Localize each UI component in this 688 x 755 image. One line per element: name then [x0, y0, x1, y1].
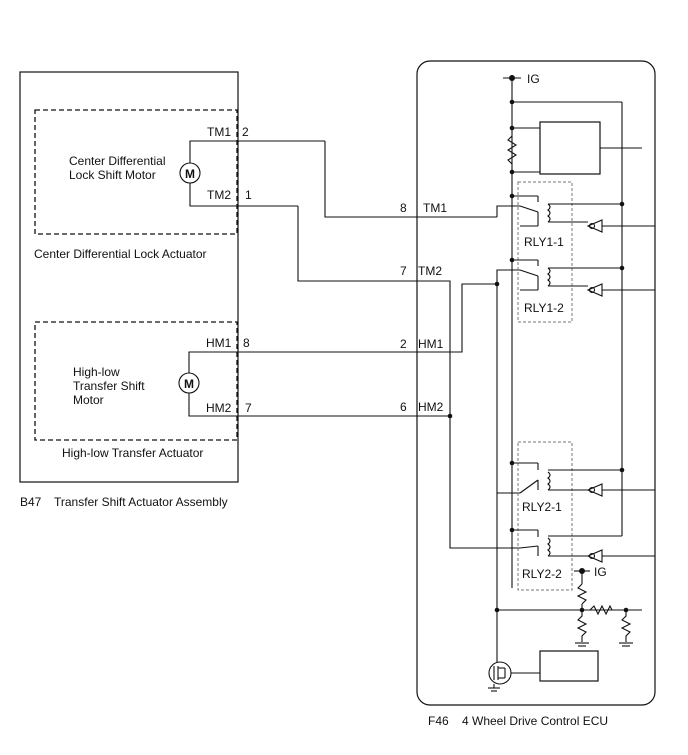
relay-rly1-2-switch — [509, 257, 625, 291]
highlow-actuator-label: High-low Transfer Actuator — [62, 446, 203, 460]
relay-rly2-1-label: RLY2-1 — [522, 500, 562, 514]
terminal-hm1-ecu-pin: 2 — [400, 337, 407, 351]
ecu-tm1-to-rly1-1 — [496, 205, 520, 217]
driver-buffer-4 — [586, 549, 655, 563]
assembly-name: Transfer Shift Actuator Assembly — [54, 495, 228, 509]
relay-rly1-1-label: RLY1-1 — [524, 235, 564, 249]
terminal-tm1-ecu-pin: 8 — [400, 201, 407, 215]
pulldown-resistor-1 — [576, 610, 588, 642]
ecu-hm1-to-rly2-1 — [496, 284, 520, 494]
center-diff-actuator-box — [34, 109, 238, 235]
ig-bottom-label: IG — [594, 565, 607, 579]
wire-tm2 — [297, 206, 417, 282]
center-motor-label-line2: Lock Shift Motor — [69, 168, 156, 182]
terminal-hm2-ecu-label: HM2 — [418, 400, 444, 414]
wire-tm1 — [324, 141, 417, 218]
highlow-motor-label-line3: Motor — [73, 393, 104, 407]
highlow-motor-label-line1: High-low — [73, 365, 120, 379]
mosfet-icon — [488, 661, 540, 692]
terminal-tm2-label: TM2 — [207, 188, 231, 202]
ecu-code: F46 — [428, 714, 449, 728]
wire-tm2-actuator — [189, 183, 298, 207]
terminal-tm1-label: TM1 — [207, 125, 231, 139]
relay-rly2-2-switch — [509, 527, 622, 557]
driver-buffer-2 — [586, 283, 655, 297]
actuator-assembly-outline — [19, 71, 239, 483]
ecu-logic-block-bottom — [539, 650, 599, 682]
highlow-motor-label-line2: Transfer Shift — [73, 379, 145, 393]
terminal-tm2-actuator-pin: 1 — [245, 188, 252, 202]
terminal-hm1-actuator-pin: 8 — [243, 336, 250, 350]
ecu-outline — [416, 60, 656, 706]
relay-rly1-1-switch — [509, 193, 625, 227]
terminal-hm2-label: HM2 — [206, 401, 232, 415]
terminal-tm2-ecu-label: TM2 — [418, 264, 442, 278]
terminal-tm2-ecu-pin: 7 — [400, 264, 407, 278]
pulldown-resistor-2 — [620, 610, 632, 642]
center-motor-label-line1: Center Differential — [69, 154, 166, 168]
pullup-resistor-top — [506, 135, 518, 165]
relay-group-2-box — [517, 441, 573, 591]
relay-rly2-2-label: RLY2-2 — [522, 567, 562, 581]
ig-top-label: IG — [527, 72, 540, 86]
ecu-hm1-trace — [417, 269, 520, 353]
pullup-resistor-bottom — [576, 583, 588, 605]
driver-buffer-1 — [586, 219, 655, 233]
center-motor-symbol: M — [185, 167, 195, 181]
wire-hm1 — [188, 351, 417, 373]
relay-rly2-1-switch — [509, 460, 625, 494]
driver-buffer-3 — [586, 483, 655, 497]
ecu-tm2-trace — [417, 280, 520, 549]
assembly-code: B47 — [20, 495, 42, 509]
wire-tm1-actuator — [189, 140, 325, 163]
terminal-tm1-actuator-pin: 2 — [242, 125, 249, 139]
ecu-name: 4 Wheel Drive Control ECU — [462, 714, 608, 728]
highlow-motor-symbol: M — [184, 377, 194, 391]
relay-group-1-box — [517, 181, 573, 323]
terminal-hm2-actuator-pin: 7 — [245, 401, 252, 415]
highlow-actuator-box — [34, 321, 238, 441]
terminal-hm1-ecu-label: HM1 — [418, 337, 444, 351]
center-motor-icon: M — [179, 162, 201, 184]
terminal-hm2-ecu-pin: 6 — [400, 400, 407, 414]
wire-hm2 — [188, 393, 417, 417]
highlow-motor-icon: M — [178, 372, 200, 394]
ground-icon-2 — [619, 642, 633, 647]
ground-icon-1 — [575, 642, 589, 647]
series-resistor — [589, 604, 613, 616]
terminal-hm1-label: HM1 — [206, 336, 232, 350]
relay-rly1-2-label: RLY1-2 — [524, 301, 564, 315]
ecu-logic-block-top — [539, 121, 601, 175]
terminal-tm1-ecu-label: TM1 — [423, 201, 447, 215]
center-actuator-label: Center Differential Lock Actuator — [34, 247, 207, 261]
